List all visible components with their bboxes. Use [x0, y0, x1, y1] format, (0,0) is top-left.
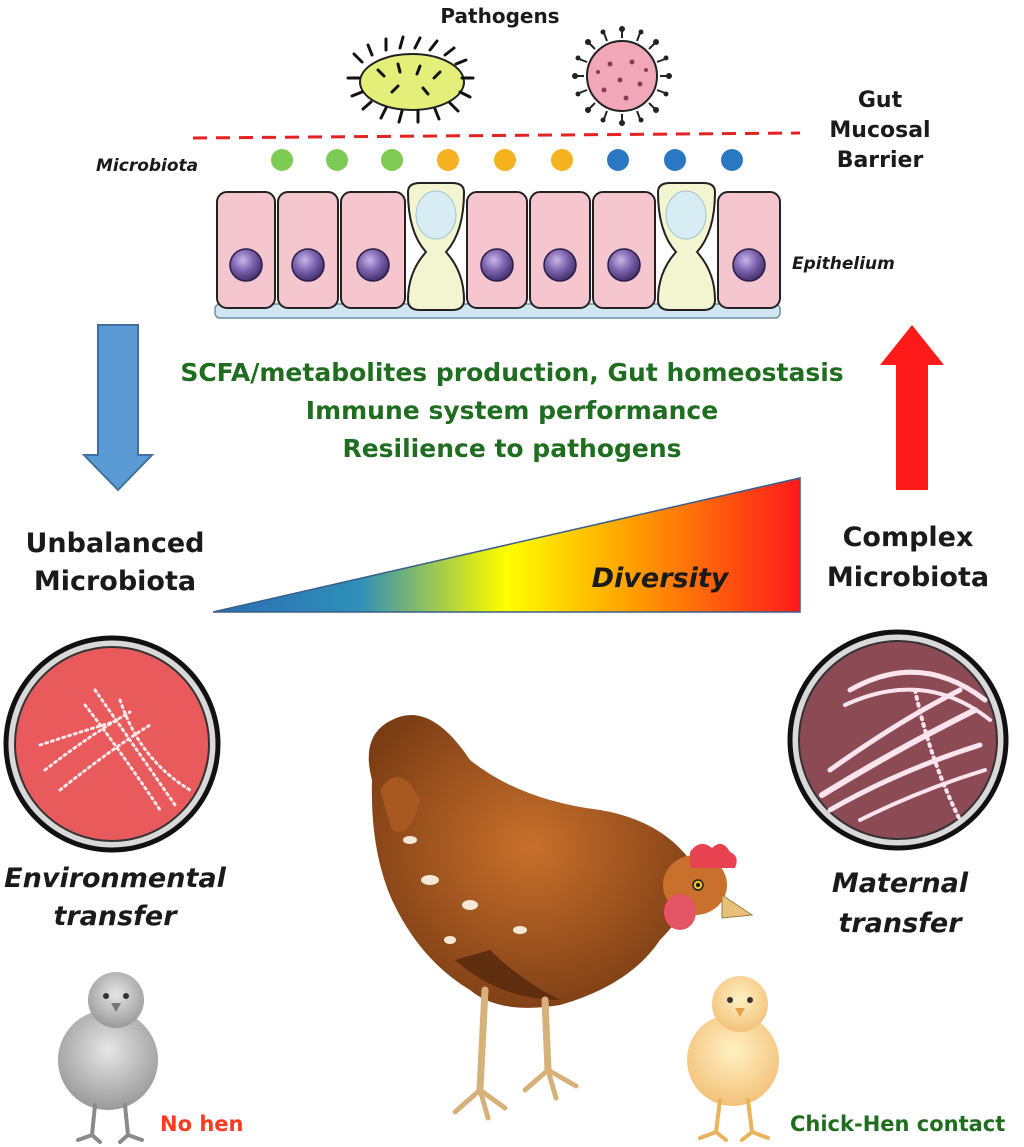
rod-pathogen-icon [346, 35, 475, 124]
state-label-line: Microbiota [33, 566, 197, 597]
microbiota-dot [437, 149, 459, 171]
no-hen-label: No hen [160, 1112, 244, 1136]
benefit-line-1: SCFA/metabolites production, Gut homeost… [180, 358, 844, 387]
chick-icon [687, 976, 779, 1142]
spherical-pathogen-icon [572, 26, 672, 126]
microbiota-dot [381, 149, 403, 171]
right-up-arrow-icon [880, 325, 944, 490]
mucosal-barrier-line [192, 131, 801, 140]
epithelium-layer [214, 182, 781, 319]
chick-icon [58, 972, 158, 1144]
benefit-line-3: Resilience to pathogens [342, 434, 682, 463]
microbiota-dots [271, 149, 743, 171]
complex-microbiota-label: Complex Microbiota [808, 518, 1008, 598]
chick-hen-contact-label: Chick-Hen contact [790, 1112, 1006, 1136]
hen-icon [368, 715, 754, 1121]
microbiota-label: Microbiota [96, 156, 199, 176]
state-label-line: Microbiota [826, 562, 990, 593]
cell-nucleus [480, 248, 514, 282]
state-label-line: Complex [842, 522, 974, 553]
cell-nucleus [291, 248, 325, 282]
transfer-label-line: Environmental [4, 863, 226, 894]
microbiota-dot [494, 149, 516, 171]
diversity-gradient-triangle [212, 477, 801, 613]
cell-nucleus [543, 248, 577, 282]
unbalanced-microbiota-label: Unbalanced Microbiota [10, 525, 220, 601]
transfer-label-line: transfer [838, 908, 962, 939]
barrier-label-line: Barrier [836, 148, 924, 173]
left-down-arrow-icon [81, 324, 155, 492]
state-label-line: Unbalanced [25, 528, 205, 559]
microbiota-dot [721, 149, 743, 171]
barrier-label-line: Mucosal [829, 118, 931, 143]
benefit-line-2: Immune system performance [305, 396, 719, 425]
gut-mucosal-barrier-label: Gut Mucosal Barrier [810, 86, 950, 176]
microbiota-dot [326, 149, 348, 171]
pathogens-label: Pathogens [440, 4, 560, 28]
cell-nucleus [607, 248, 641, 282]
cell-nucleus [229, 248, 263, 282]
microbiota-dot [664, 149, 686, 171]
maternal-transfer-label: Maternal transfer [800, 864, 1000, 944]
petri-dish-icon [3, 635, 221, 853]
barrier-label-line: Gut [857, 88, 903, 113]
epithelium-label: Epithelium [792, 254, 895, 274]
transfer-label-line: transfer [53, 901, 177, 932]
diversity-label: Diversity [591, 563, 729, 594]
cell-nucleus [356, 248, 390, 282]
petri-dish-icon [787, 629, 1009, 851]
cell-nucleus [732, 248, 766, 282]
microbiota-dot [551, 149, 573, 171]
microbiota-dot [271, 149, 293, 171]
microbiota-dot [607, 149, 629, 171]
environmental-transfer-label: Environmental transfer [0, 860, 230, 936]
transfer-label-line: Maternal [831, 868, 969, 899]
